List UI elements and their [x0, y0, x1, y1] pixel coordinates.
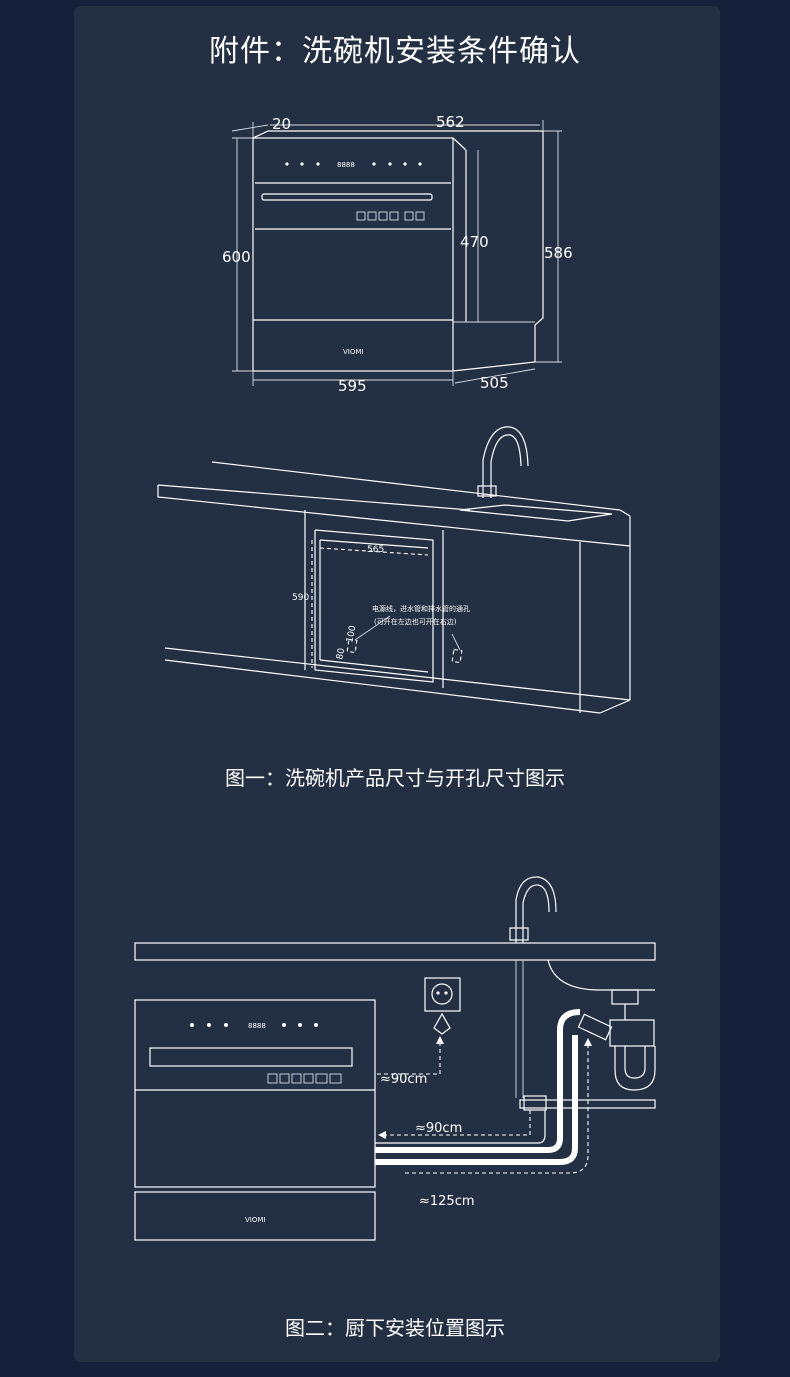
dishwasher-drawer	[134, 1191, 376, 1241]
hole-dim-100: 100	[345, 624, 358, 643]
program-buttons-2	[267, 1073, 342, 1084]
faucet-2	[515, 876, 557, 943]
brand-logo: VIOMI	[343, 348, 363, 356]
dim-height-right: 586	[544, 244, 573, 262]
hole-note-line2: (可开在左边也可开在右边)	[374, 617, 457, 626]
distance-inlet: ≈90cm	[415, 1121, 462, 1136]
dimension-lines	[231, 120, 562, 386]
power-cable-route	[377, 1040, 441, 1075]
door-handle	[261, 193, 433, 201]
display-digits: 8888	[337, 161, 355, 169]
dim-width-bottom: 595	[338, 377, 367, 395]
hole-note-line1: 电源线，进水管和排水管的通孔	[372, 604, 470, 613]
distance-drain: ≈125cm	[419, 1194, 475, 1209]
drain-trap	[577, 989, 656, 1091]
cutout-height: 590	[292, 593, 309, 603]
countertop	[134, 942, 656, 961]
cutout-width: 565	[367, 545, 384, 555]
plug	[433, 1012, 451, 1035]
caption-figure-2: 图二：厨下安装位置图示	[285, 1316, 505, 1340]
dim-height-left: 600	[222, 248, 251, 266]
distance-power: ≈90cm	[380, 1072, 427, 1087]
dim-width-top: 562	[436, 113, 465, 131]
installation-diagram: 8888 VIOMI	[134, 876, 656, 1241]
hole-dim-80: 80	[335, 647, 347, 661]
sink-basin	[459, 504, 613, 522]
control-panel-dots-2	[190, 1023, 318, 1027]
dim-depth-top: 20	[272, 115, 291, 133]
power-socket	[424, 977, 461, 1012]
brand-logo-2: VIOMI	[245, 1216, 265, 1224]
content-panel	[74, 6, 720, 1362]
dishwasher-front-outline	[252, 137, 454, 372]
dim-depth-bottom: 505	[480, 374, 509, 392]
cabinet-cutout-diagram	[157, 426, 631, 714]
faucet	[482, 426, 529, 498]
inlet-hose-route	[383, 1110, 531, 1136]
program-buttons	[356, 211, 425, 221]
display-digits-2: 8888	[248, 1022, 266, 1030]
dishwasher-side-outline	[252, 130, 544, 372]
inlet-hose	[375, 1110, 546, 1144]
drain-hose	[375, 1009, 581, 1153]
page-title: 附件：洗碗机安装条件确认	[209, 34, 581, 69]
dishwasher-body	[134, 999, 376, 1188]
caption-figure-1: 图一：洗碗机产品尺寸与开孔尺寸图示	[225, 766, 565, 790]
door-handle-2	[149, 1047, 353, 1067]
control-panel-dots	[285, 162, 422, 166]
dim-inner-height: 470	[460, 233, 489, 251]
